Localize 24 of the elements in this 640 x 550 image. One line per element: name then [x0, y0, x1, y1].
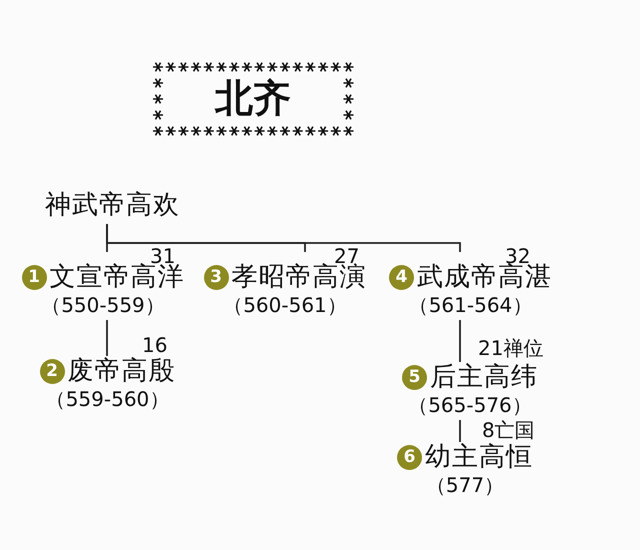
reign-years: （561-564）	[408, 292, 532, 318]
reign-years: （559-560）	[46, 386, 170, 412]
emperor-name: 幼主高恒	[425, 442, 533, 472]
tree-line	[459, 320, 461, 362]
title: 北齐	[214, 75, 292, 122]
number-badge: 2	[40, 358, 64, 384]
emperor-name: 神武帝高欢	[45, 190, 180, 220]
reign-years: （577）	[426, 472, 504, 498]
reign-years: （565-576）	[408, 392, 532, 418]
number-badge: 5	[402, 364, 427, 390]
reign-years: （560-561）	[223, 292, 347, 318]
reign-years: （550-559）	[41, 292, 165, 318]
number-badge: 3	[204, 264, 228, 290]
emperor-name: 废帝高殷	[68, 356, 176, 386]
number-badge: 6	[397, 444, 422, 470]
number-badge: 1	[22, 264, 46, 290]
number-badge: 4	[389, 264, 414, 290]
age-note: 21禅位	[478, 336, 544, 360]
tree-line	[459, 420, 461, 442]
tree-line	[106, 224, 461, 252]
age-note: 16	[142, 333, 168, 357]
tree-line	[106, 320, 108, 356]
emperor-name: 后主高纬	[430, 362, 538, 392]
age-note: 8亡国	[482, 418, 535, 442]
